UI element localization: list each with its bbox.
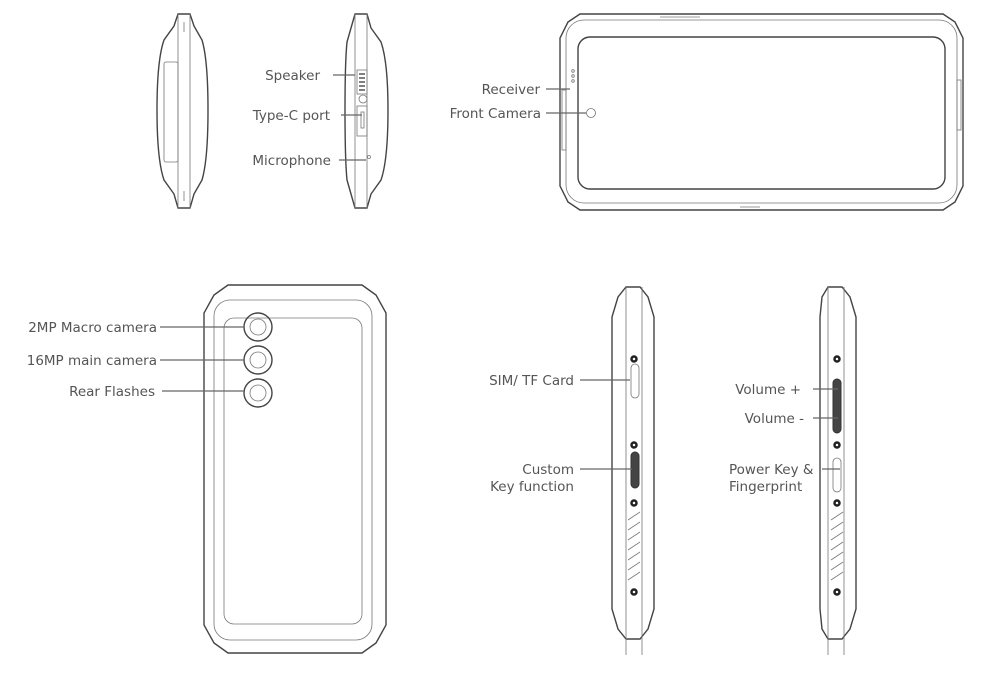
macro-camera-label: 2MP Macro camera (28, 320, 157, 336)
macro-camera-shape (243, 312, 273, 342)
type-c-port-shape (356, 105, 368, 137)
rear-flashes-label: Rear Flashes (69, 384, 155, 400)
power-key-label-line2: Fingerprint (729, 479, 802, 495)
main-camera-shape (243, 345, 273, 375)
power-key-label-line1: Power Key & (729, 462, 814, 478)
custom-key-label-line2: Key function (490, 479, 574, 495)
microphone-label: Microphone (252, 153, 331, 169)
sim-tray-shape (630, 363, 640, 399)
front-view (559, 13, 964, 211)
speaker-label: Speaker (265, 68, 320, 84)
front-camera-label: Front Camera (450, 106, 541, 122)
main-camera-label: 16MP main camera (27, 353, 157, 369)
volume-up-label: Volume + (735, 382, 801, 398)
volume-rocker-shape (832, 378, 842, 434)
microphone-hole (367, 155, 371, 159)
sim-tf-card-label: SIM/ TF Card (489, 373, 574, 389)
bottom-edge-view (344, 13, 389, 209)
back-view (203, 284, 387, 654)
power-key-shape (832, 457, 842, 493)
volume-down-label: Volume - (745, 411, 805, 427)
front-camera-shape (586, 108, 596, 118)
custom-key-label-line1: Custom (522, 462, 574, 478)
right-side-view (819, 286, 857, 655)
speaker-grille (356, 69, 368, 95)
custom-key-shape (630, 451, 640, 489)
type-c-port-label: Type-C port (252, 108, 330, 124)
left-side-view (611, 286, 655, 655)
receiver-label: Receiver (482, 82, 541, 98)
side-view-left (156, 13, 209, 209)
screen (577, 36, 946, 190)
rear-flash-shape (243, 378, 273, 408)
